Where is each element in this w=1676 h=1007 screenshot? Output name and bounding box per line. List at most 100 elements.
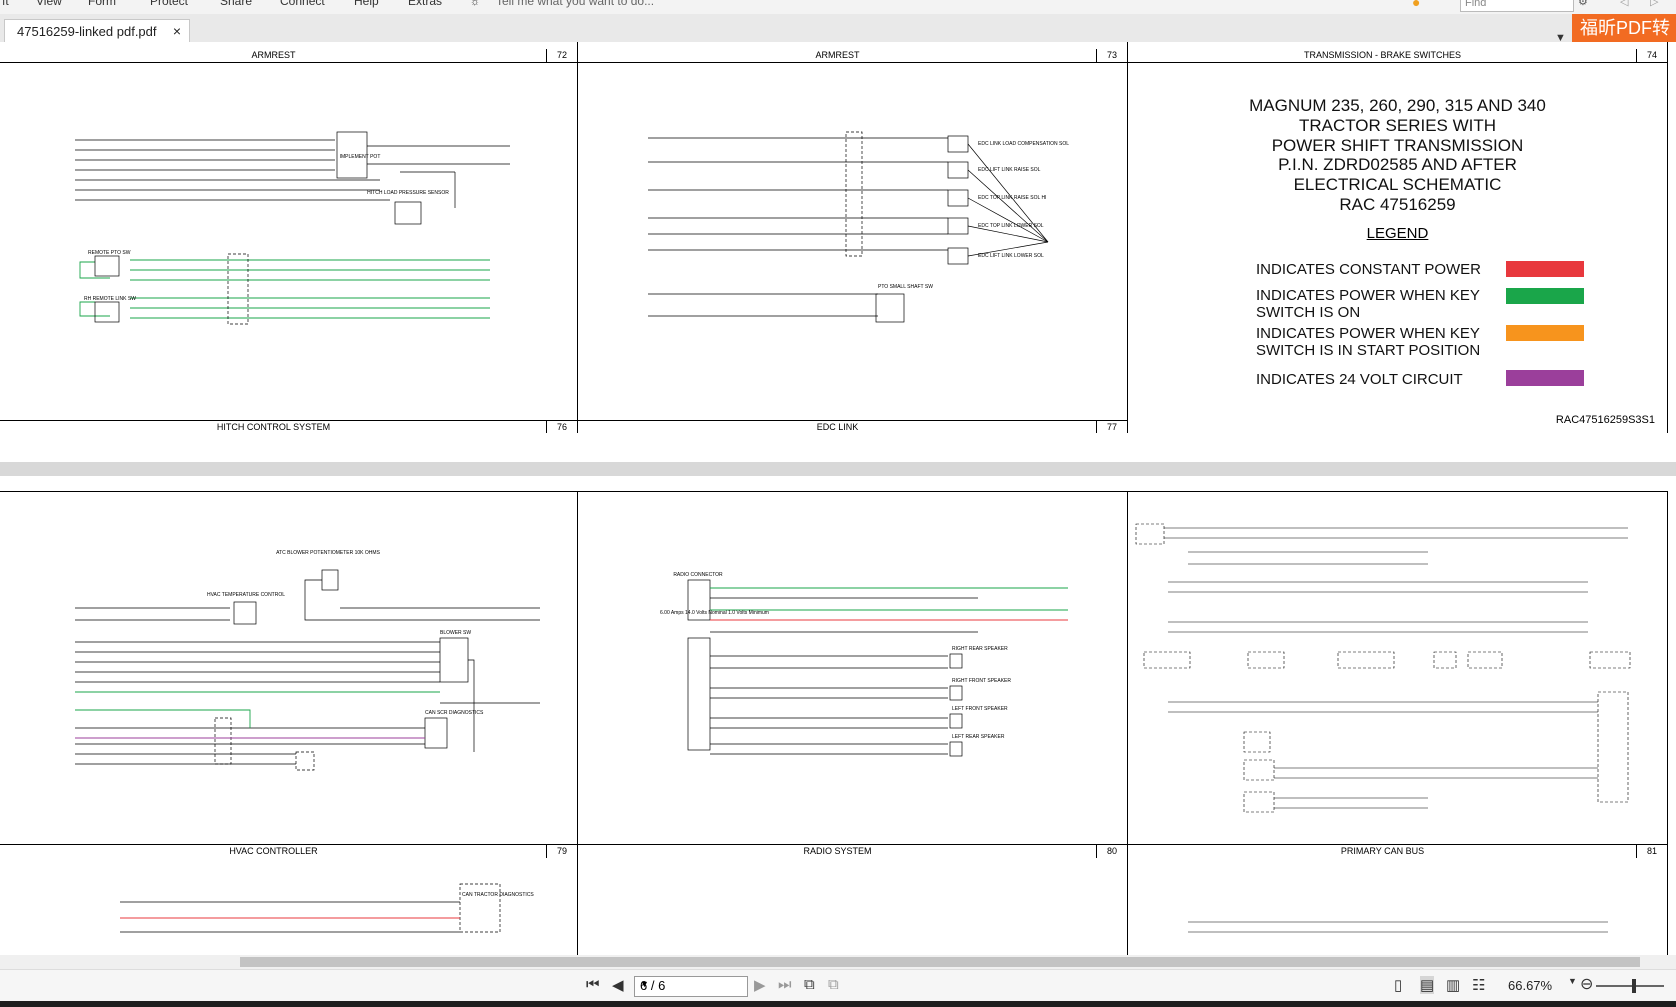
legend-item-label: INDICATES CONSTANT POWER	[1256, 261, 1482, 278]
sheet-title: TRANSMISSION - BRAKE SWITCHES	[1303, 50, 1462, 60]
settings-icon[interactable]: ⚙	[1578, 0, 1588, 8]
rh-remote-label: RH REMOTE LINK SW	[84, 296, 136, 302]
sheet-number: 73	[1096, 49, 1127, 62]
can-tractor-label: CAN TRACTOR DIAGNOSTICS	[462, 892, 534, 898]
menu-item-form[interactable]: Form	[88, 0, 116, 8]
menu-item-cut[interactable]: ıt	[2, 0, 9, 8]
first-page-icon[interactable]: ⏮	[586, 976, 600, 993]
zoom-dropdown-icon[interactable]: ▼	[1568, 976, 1577, 986]
page-gap	[0, 462, 1676, 476]
forward-arrow-icon[interactable]: ▷	[1650, 0, 1659, 8]
continuous-facing-view-icon[interactable]: ☷	[1472, 977, 1486, 994]
page-number-input[interactable]: 6 / 6 ▼	[634, 976, 748, 997]
sheet-73: ARMREST 73 EDC LINK 77 EDC LINK LOAD COMPE…	[578, 42, 1128, 433]
edc-top-raise-label: EDC TOP LINK RAISE SOL HI	[978, 195, 1046, 201]
sheet-79: HVAC CONTROLLER 79	[0, 491, 578, 955]
legend-title-line: RAC 47516259	[1339, 195, 1456, 214]
legend-swatch-orange	[1506, 325, 1584, 341]
legend-title-line: P.I.N. ZDRD02585 AND AFTER	[1278, 155, 1517, 174]
rh-front-label: RIGHT FRONT SPEAKER	[952, 678, 1011, 684]
menu-item-view[interactable]: View	[36, 0, 62, 8]
status-bar: ⏮ ◀ 6 / 6 ▼ ▶ ⏭ ⧉ ⧉ ▯ ▤ ▥ ☷ 66.67% ▼ ⊖	[0, 969, 1676, 1002]
next-view-icon[interactable]: ⧉	[828, 976, 839, 993]
lightbulb-icon: ☼	[470, 0, 481, 8]
scrollbar-thumb[interactable]	[240, 957, 1640, 967]
can-bus-schematic	[1135, 523, 1631, 933]
sheet-title: RADIO SYSTEM	[803, 846, 872, 856]
zoom-slider[interactable]	[1596, 979, 1664, 993]
sheet-number: 74	[1636, 49, 1667, 62]
sheet-title: ARMREST	[815, 50, 860, 60]
edc-top-lower-label: EDC TOP LINK LOWER SOL	[978, 223, 1044, 229]
document-tab-title: 47516259-linked pdf.pdf	[17, 24, 157, 39]
facing-view-icon[interactable]: ▥	[1446, 977, 1461, 994]
radio-amps-label: 6.00 Amps 14.0 Volts Nominal 1.0 Volts M…	[660, 610, 769, 616]
menu-item-help[interactable]: Help	[354, 0, 379, 8]
zoom-level[interactable]: 66.67%	[1508, 978, 1553, 993]
sheet-number: 77	[1096, 421, 1127, 433]
menu-item-share[interactable]: Share	[220, 0, 253, 8]
document-tab[interactable]: 47516259-linked pdf.pdf ×	[4, 19, 190, 43]
notification-icon[interactable]: ●	[1412, 0, 1421, 10]
sheet-number: 72	[546, 49, 577, 62]
back-arrow-icon[interactable]: ◁	[1620, 0, 1629, 8]
sheet-title: EDC LINK	[816, 422, 859, 432]
single-page-view-icon[interactable]: ▯	[1394, 977, 1403, 994]
remote-pto-label: REMOTE PTO SW	[88, 250, 131, 256]
zoom-out-icon[interactable]: ⊖	[1580, 976, 1594, 993]
edc-load-label: EDC LINK LOAD COMPENSATION SOL	[978, 141, 1069, 147]
lh-front-label: LEFT FRONT SPEAKER	[952, 706, 1008, 712]
sheet-number: 79	[546, 845, 577, 858]
sheet-title: HVAC CONTROLLER	[229, 846, 318, 856]
menu-item-connect[interactable]: Connect	[280, 0, 325, 8]
edc-lift-raise-label: EDC LIFT LINK RAISE SOL	[978, 167, 1041, 173]
blower-sw-label: BLOWER SW	[440, 630, 471, 636]
radio-schematic: RADIO CONNECTOR 6.00 Amps 14.0 Volts Nom…	[660, 572, 1068, 757]
page-number-value: 6 / 6	[640, 978, 666, 993]
edc-schematic: EDC LINK LOAD COMPENSATION SOL EDC LIFT …	[648, 131, 1069, 323]
menu-item-extras[interactable]: Extras	[408, 0, 443, 8]
legend-item-label: INDICATES 24 VOLT CIRCUIT	[1256, 371, 1463, 388]
hitch-load-label: HITCH LOAD PRESSURE SENSOR	[367, 190, 449, 196]
rh-rear-label: RIGHT REAR SPEAKER	[952, 646, 1008, 652]
horizontal-scrollbar[interactable]	[0, 955, 1676, 969]
edc-lift-lower-label: EDC LIFT LINK LOWER SOL	[978, 253, 1044, 259]
legend-item-label: INDICATES POWER WHEN KEY SWITCH IS IN ST…	[1256, 325, 1481, 359]
previous-view-icon[interactable]: ⧉	[804, 976, 815, 993]
hvac-schematic: ATC BLOWER POTENTIOMETER 10K OHMS HVAC T…	[75, 550, 540, 933]
hvac-temp-label: HVAC TEMPERATURE CONTROL	[207, 592, 285, 598]
implement-pot-label: IMPLEMENT POT	[340, 154, 381, 160]
hitch-schematic: IMPLEMENT POT HITCH LOAD PRESSURE SENSOR…	[75, 131, 510, 325]
zoom-slider-knob[interactable]	[1632, 979, 1636, 993]
tab-list-dropdown-icon[interactable]: ▼	[1555, 32, 1566, 44]
legend-swatch-purple	[1506, 370, 1584, 386]
sheet-title: PRIMARY CAN BUS	[1340, 846, 1425, 856]
previous-page-icon[interactable]: ◀	[612, 977, 624, 994]
sheet-number: 81	[1636, 845, 1667, 858]
legend-title-line: TRACTOR SERIES WITH	[1298, 116, 1497, 135]
legend-heading: LEGEND	[1366, 225, 1429, 242]
menu-item-protect[interactable]: Protect	[150, 0, 189, 8]
find-input[interactable]: Find	[1460, 0, 1574, 12]
continuous-view-icon[interactable]: ▤	[1420, 976, 1435, 994]
tab-bar: 47516259-linked pdf.pdf × ▼	[0, 14, 1676, 44]
legend-title-line: ELECTRICAL SCHEMATIC	[1293, 175, 1502, 194]
atc-blower-label: ATC BLOWER POTENTIOMETER 10K OHMS	[276, 550, 380, 556]
legend-title-line: POWER SHIFT TRANSMISSION	[1271, 136, 1524, 155]
last-page-icon[interactable]: ⏭	[778, 976, 792, 993]
lh-rear-label: LEFT REAR SPEAKER	[952, 734, 1005, 740]
legend-swatch-red	[1506, 261, 1584, 277]
brand-banner[interactable]: 福昕PDF转	[1572, 14, 1676, 42]
sheet-title: HITCH CONTROL SYSTEM	[216, 422, 331, 432]
close-tab-icon[interactable]: ×	[172, 23, 181, 39]
schematic-reference: RAC47516259S3S1	[1555, 414, 1655, 426]
tell-me-input[interactable]: Tell me what you want to do...	[496, 0, 655, 8]
can-scr-label: CAN SCR DIAGNOSTICS	[425, 710, 484, 716]
next-page-icon[interactable]: ▶	[754, 977, 766, 994]
legend-item-label: INDICATES POWER WHEN KEY SWITCH IS ON	[1256, 287, 1480, 321]
page-dropdown-icon[interactable]: ▼	[640, 979, 649, 989]
